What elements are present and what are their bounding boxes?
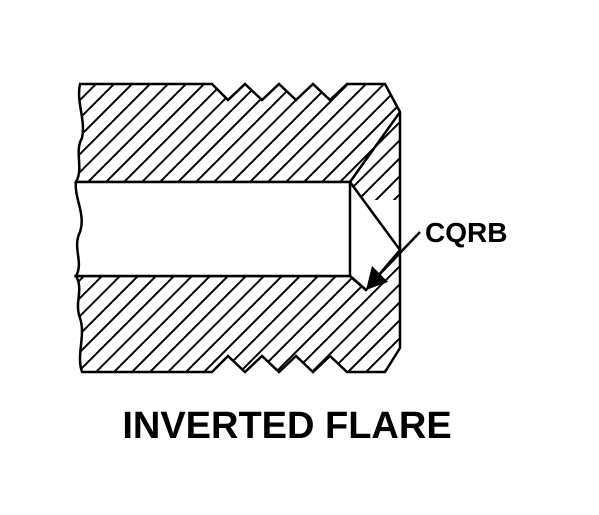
callout-leader: [366, 231, 421, 290]
arrowhead-icon: [366, 266, 388, 290]
diagram-caption: INVERTED FLARE: [122, 405, 451, 447]
bore-channel: [73, 111, 402, 291]
bottom-wall-section: [73, 246, 402, 374]
top-wall-section: [73, 82, 402, 254]
callout-label: CQRB: [425, 217, 507, 248]
